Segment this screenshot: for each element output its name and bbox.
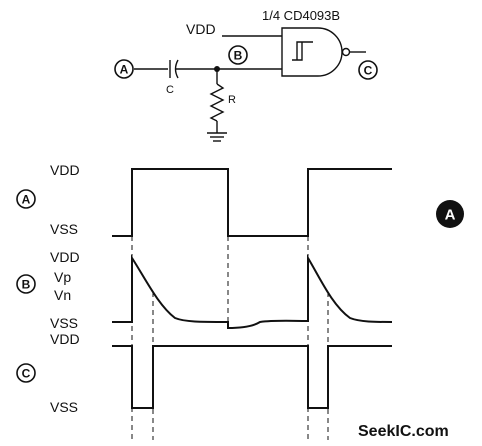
row-b-vdd-label: VDD xyxy=(50,249,80,265)
figure-badge-label: A xyxy=(445,207,456,224)
node-b-marker xyxy=(228,45,248,65)
capacitor-label: C xyxy=(166,84,174,96)
capacitor xyxy=(169,59,179,79)
row-c-vdd-label: VDD xyxy=(50,331,80,347)
row-b-vp-label: Vp xyxy=(54,269,71,285)
waveform-row-b: VDD Vp Vn VSS B xyxy=(16,249,393,331)
watermark: SeekIC.com xyxy=(358,423,449,440)
row-c-pulse-wave xyxy=(112,345,392,409)
row-a-vdd-label: VDD xyxy=(50,162,80,178)
row-b-node-label: B xyxy=(22,278,31,292)
nand-schmitt-gate xyxy=(281,27,351,77)
row-b-rc-wave xyxy=(112,254,393,330)
ground-symbol xyxy=(207,132,227,142)
row-c-vss-label: VSS xyxy=(50,399,78,415)
row-a-square-wave xyxy=(112,168,392,237)
waveform-row-c: VDD VSS C xyxy=(16,331,392,415)
node-b-label: B xyxy=(234,49,243,63)
row-a-vss-label: VSS xyxy=(50,221,78,237)
part-label: 1/4 CD4093B xyxy=(262,8,340,23)
row-b-vss-label: VSS xyxy=(50,315,78,331)
row-b-vn-label: Vn xyxy=(54,287,71,303)
node-c-label: C xyxy=(364,64,373,78)
node-a-marker xyxy=(114,59,134,79)
resistor xyxy=(209,69,225,133)
row-a-node-marker xyxy=(16,189,36,209)
waveform-row-a: VDD VSS A xyxy=(16,162,392,237)
node-c-marker xyxy=(358,60,378,80)
resistor-label: R xyxy=(228,94,236,106)
node-a-label: A xyxy=(120,63,129,77)
figure-badge: A xyxy=(436,200,464,228)
circuit-vdd-label: VDD xyxy=(186,21,216,37)
timing-guides xyxy=(131,236,329,440)
row-b-node-marker xyxy=(16,274,36,294)
row-c-node-marker xyxy=(16,363,36,383)
circuit-schematic: 1/4 CD4093B VDD A C B R xyxy=(114,8,378,142)
row-c-node-label: C xyxy=(22,367,31,381)
row-a-node-label: A xyxy=(22,193,31,207)
